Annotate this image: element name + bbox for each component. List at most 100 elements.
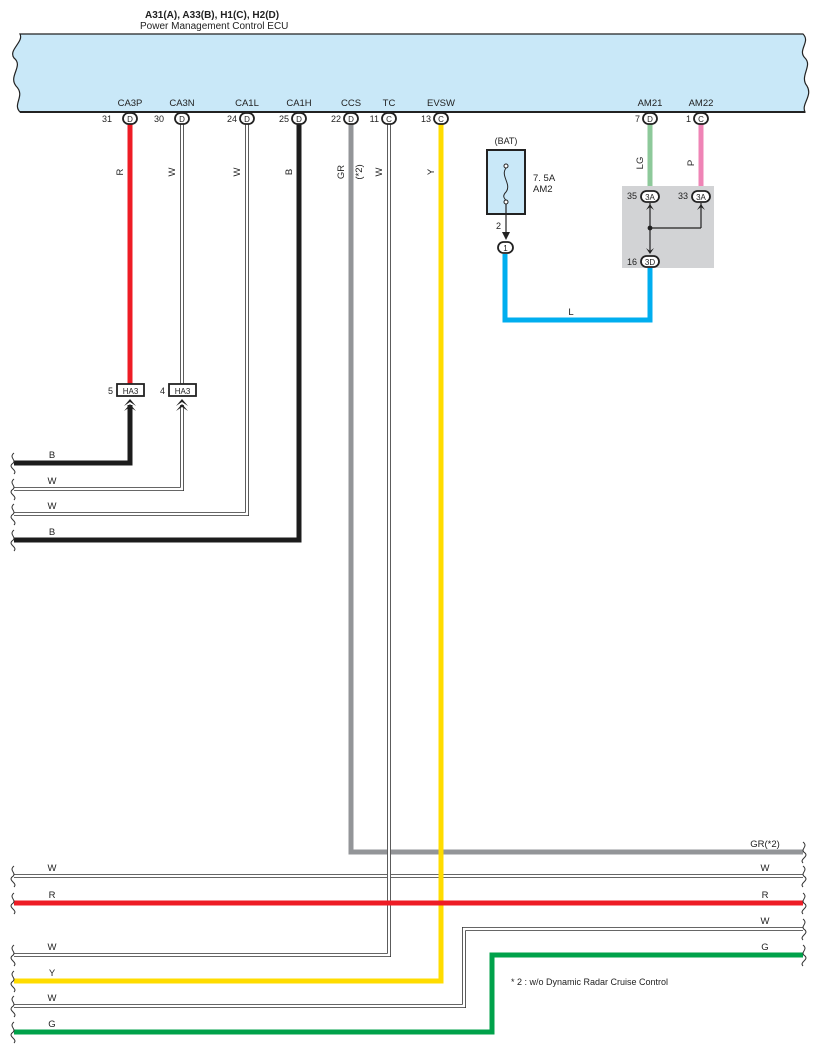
wires — [14, 124, 803, 1035]
junction-conn1: 3A — [645, 193, 655, 202]
fuse-conn: 1 — [503, 244, 508, 253]
pin-num-ca1h: 25 — [279, 114, 289, 124]
pin-ccs: 22 D — [331, 112, 359, 125]
label-am21: LG — [635, 157, 646, 170]
pin-ca3p: 31 D — [102, 112, 138, 125]
wire-w-cross-inner — [14, 927, 803, 1008]
junction-conn3-circle — [640, 255, 660, 268]
pin-ca1l-circle — [239, 112, 255, 125]
pin-name-evsw: EVSW — [427, 98, 455, 109]
ha3-1-arrow-top-icon — [124, 399, 136, 406]
label-tc: W — [374, 167, 385, 176]
bottom-left-labels: W R W Y W G — [48, 863, 57, 1030]
wire-l — [502, 254, 653, 323]
pin-num-am21: 7 — [635, 114, 640, 124]
left-wire-labels: B W W B — [48, 450, 57, 538]
pin-name-am22: AM22 — [689, 98, 714, 109]
bottom-right-label-4: W — [761, 916, 770, 927]
wire-tc-inner — [14, 124, 391, 957]
ha3-2-box — [168, 383, 197, 397]
pin-name-ca3n: CA3N — [169, 98, 194, 109]
pin-name-ccs: CCS — [341, 98, 361, 109]
pin-num-ca3p: 31 — [102, 114, 112, 124]
pin-num-ca1l: 24 — [227, 114, 237, 124]
break-marks-left-upper — [10, 452, 16, 552]
wire-ca3n-lower-inner — [14, 405, 184, 491]
pin-conn-ca1h: D — [296, 115, 302, 124]
label-ca1l: W — [232, 167, 243, 176]
wire-bottom-g — [14, 952, 803, 1035]
label-ccs: GR — [336, 165, 347, 179]
bottom-left-label-6: G — [48, 1019, 55, 1030]
fuse-am2: (BAT) 7. 5A AM2 2 1 — [486, 136, 556, 254]
ha3-1-label: HA3 — [123, 387, 139, 396]
pin-name-ca3p: CA3P — [118, 98, 143, 109]
ha3-1-arrow-bottom-icon — [124, 404, 136, 411]
pin-conn-ca3n: D — [179, 115, 185, 124]
junction-conn3: 3D — [645, 258, 655, 267]
ha3-1-box — [116, 383, 145, 397]
left-wire-label-3: W — [48, 501, 57, 512]
fuse-name: AM2 — [533, 184, 553, 195]
fuse-rating: 7. 5A — [533, 173, 556, 184]
pin-ca3n: 30 D — [154, 112, 190, 125]
pin-ca1l: 24 D — [227, 112, 255, 125]
label-ca3n: W — [167, 167, 178, 176]
left-wire-label-4: B — [49, 527, 55, 538]
ha3-2-label: HA3 — [175, 387, 191, 396]
pin-conn-evsw: C — [438, 115, 444, 124]
junction-pin3: 16 — [627, 257, 637, 267]
bottom-right-labels: GR(*2) W R W G — [750, 839, 780, 953]
pin-name-ca1l: CA1L — [235, 98, 259, 109]
label-ca1h: B — [284, 169, 295, 175]
junction-arrow2-icon — [697, 204, 705, 210]
left-wire-label-2: W — [48, 476, 57, 487]
label-ca3p: R — [115, 168, 126, 175]
junction-block: 35 3A 33 3A 16 3D — [622, 186, 714, 268]
pin-conn-ca1l: D — [244, 115, 250, 124]
bottom-left-label-2: R — [49, 890, 56, 901]
wire-ca3p-lower — [14, 405, 133, 466]
pin-conn-tc: C — [386, 115, 392, 124]
pin-evsw: 13 C — [421, 112, 449, 125]
bottom-left-label-1: W — [48, 863, 57, 874]
junction-arrow1-icon — [646, 204, 654, 210]
footnote: * 2 : w/o Dynamic Radar Cruise Control — [511, 977, 668, 987]
pin-evsw-circle — [433, 112, 449, 125]
bottom-left-label-5: W — [48, 993, 57, 1004]
pin-num-am22: 1 — [686, 114, 691, 124]
pin-num-tc: 11 — [370, 114, 379, 124]
ecu-title: A31(A), A33(B), H1(C), H2(D) — [145, 10, 279, 21]
pin-am21-circle — [642, 112, 658, 125]
left-wire-label-1: B — [49, 450, 55, 461]
ha3-2-arrow-bottom-icon — [176, 404, 188, 411]
ecu-subtitle: Power Management Control ECU — [140, 21, 288, 32]
bottom-right-label-2: W — [761, 863, 770, 874]
wire-ca3n-lower-outer — [14, 405, 184, 491]
pin-conn-am22: C — [698, 115, 704, 124]
fuse-pin: 2 — [496, 221, 501, 231]
pin-ca3p-circle — [122, 112, 138, 125]
wire-ca1h — [14, 124, 302, 543]
wire-ccs — [348, 124, 803, 855]
bottom-right-label-3: R — [762, 890, 769, 901]
fuse-arrow-icon — [502, 232, 510, 240]
ha3-2-arrow-top-icon — [176, 399, 188, 406]
pin-ca3n-circle — [174, 112, 190, 125]
vertical-wire-labels: R W W B GR (*2) W Y LG P — [115, 157, 697, 180]
pin-ca1h-circle — [291, 112, 307, 125]
pin-name-am21: AM21 — [638, 98, 663, 109]
ha3-connector-2: 4 HA3 — [160, 383, 197, 411]
pin-ca1h: 25 D — [279, 112, 307, 125]
pin-name-tc: TC — [383, 98, 396, 109]
pin-tc: 11 C — [370, 112, 397, 125]
bottom-left-label-3: W — [48, 942, 57, 953]
ha3-2-num: 4 — [160, 386, 165, 396]
pin-ccs-circle — [343, 112, 359, 125]
wire-w-cross-outer — [14, 927, 803, 1008]
junction-pin2: 33 — [678, 191, 688, 201]
pin-connectors: 31 D 30 D 24 D 25 D 22 D 11 C — [102, 112, 709, 125]
pin-conn-am21: D — [647, 115, 653, 124]
fuse-conn-circle — [497, 241, 514, 254]
pin-num-ccs: 22 — [331, 114, 341, 124]
